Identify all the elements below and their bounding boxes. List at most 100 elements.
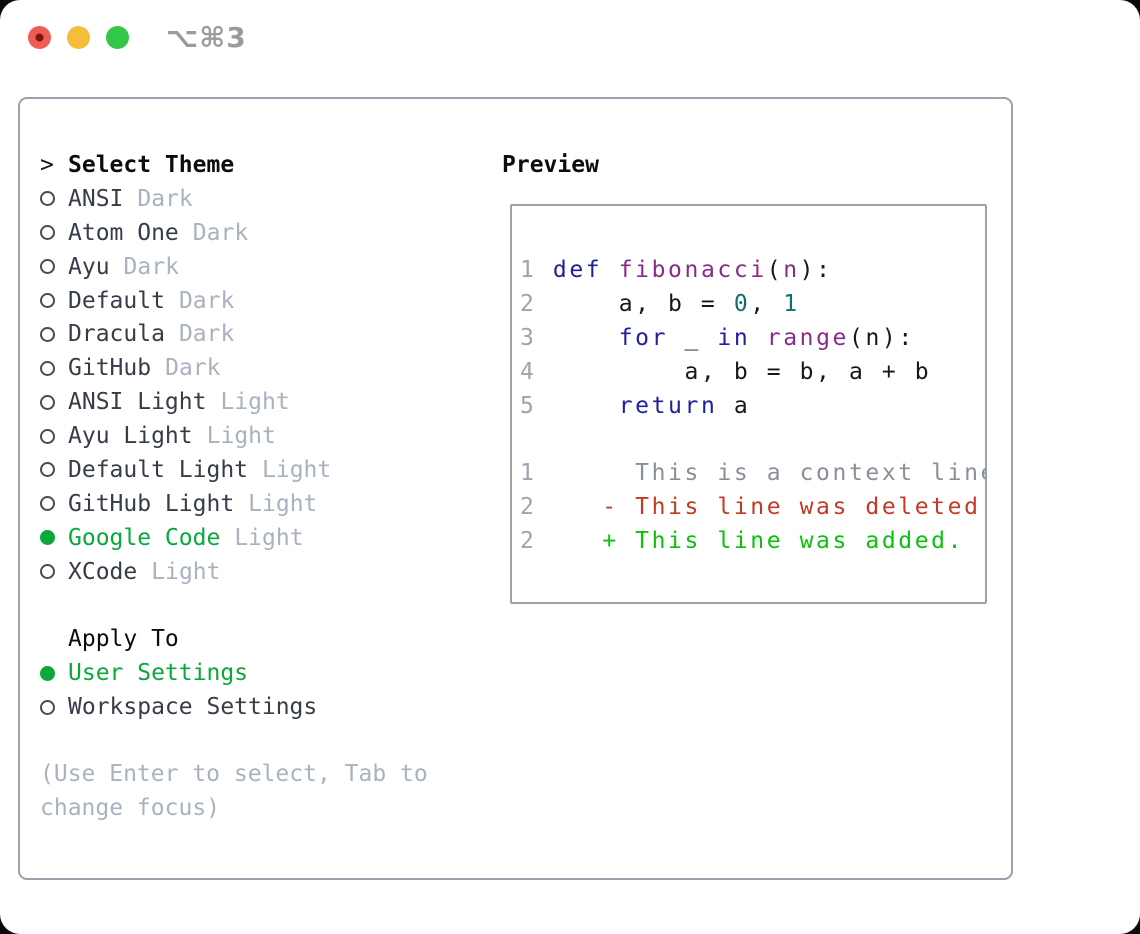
theme-option-default[interactable]: Default Dark [40,284,470,318]
theme-name: Dracula [68,321,165,348]
theme-variant-label: Dark [165,355,221,382]
code-line: 2 a, b = 0, 1 [520,288,985,322]
code-token: a, b = b, a + b [536,358,932,385]
minimize-button[interactable] [67,26,90,49]
select-theme-heading: > Select Theme [40,148,470,182]
code-token: , [750,290,784,317]
apply-to-title: Apply To [68,626,179,653]
code-token: ( [766,257,784,283]
code-token: 0 [733,290,751,317]
theme-option-ayu[interactable]: Ayu Dark [40,250,470,284]
theme-option-ayu-light[interactable]: Ayu Light Light [40,419,470,453]
blank-line [520,423,985,457]
theme-variant-label: Light [220,389,290,416]
code-token [750,325,766,351]
theme-option-dracula[interactable]: Dracula Dark [40,317,470,351]
apply-option-workspace-settings[interactable]: Workspace Settings [40,690,470,724]
window-controls [28,26,129,49]
radio-icon [40,428,55,444]
code-line: 1 def fibonacci(n): [520,254,985,288]
line-number: 4 [520,358,537,385]
diff-text: This is a context line. [536,460,987,487]
code-token: _ [668,324,718,351]
radio-icon [40,326,55,342]
line-number: 2 [520,494,537,521]
code-line: 4 a, b = b, a + b [520,356,985,390]
theme-name: Google Code [68,524,221,551]
radio-icon [40,394,55,410]
code-token [536,325,618,351]
select-theme-title: Select Theme [68,151,235,178]
diff-text: - This line was deleted. [536,494,987,521]
theme-name: GitHub Light [68,490,235,517]
apply-option-label: User Settings [68,660,249,687]
theme-option-ansi[interactable]: ANSI Dark [40,182,470,216]
diff-line-add: 2 + This line was added. [520,525,985,559]
code-token: a [717,392,751,419]
keyboard-shortcut-label: ⌥⌘3 [166,21,247,54]
diff-lines: 1 This is a context line.2 - This line w… [520,457,985,559]
theme-variant-label: Light [234,524,304,551]
prompt-caret-icon: > [40,151,54,178]
preview-heading: Preview [502,152,599,178]
code-line: 5 return a [520,390,985,424]
code-token: def [552,257,603,283]
theme-name: Atom One [68,219,179,246]
line-number: 1 [520,257,537,283]
theme-option-ansi-light[interactable]: ANSI Light Light [40,385,470,419]
line-number: 2 [520,528,537,555]
code-token: 1 [783,290,800,317]
theme-variant-label: Dark [123,253,179,280]
radio-icon [40,360,55,376]
code-token [602,257,618,283]
radio-icon [40,496,55,512]
diff-line-ctx: 1 This is a context line. [520,457,985,491]
theme-option-google-code[interactable]: Google Code Light [40,521,470,555]
zoom-button[interactable] [106,26,129,49]
apply-to-heading: Apply To [40,622,470,656]
theme-name: ANSI [68,185,124,212]
code-token: (n): [849,324,915,351]
code-token: for [618,324,669,351]
code-line: 3 for _ in range(n): [520,322,985,356]
theme-variant-label: Light [151,558,221,585]
code-token [536,257,552,283]
line-number: 5 [520,392,537,419]
theme-variant-label: Dark [178,287,235,314]
diff-line-del: 2 - This line was deleted. [520,491,985,525]
line-number: 1 [520,460,537,487]
code-token: return [618,392,718,419]
theme-variant-label: Light [206,423,276,450]
theme-variant-label: Dark [192,219,249,246]
theme-name: GitHub [68,355,152,382]
theme-variant-label: Dark [178,321,235,348]
theme-option-github[interactable]: GitHub Dark [40,351,470,385]
code-token: in [717,324,751,351]
radio-icon [40,191,55,207]
theme-variant-label: Dark [137,185,193,212]
theme-option-github-light[interactable]: GitHub Light Light [40,487,470,521]
radio-icon [40,462,55,478]
theme-name: Default [68,287,165,314]
code-token: n [783,257,800,283]
diff-text: + This line was added. [536,528,965,555]
spacer [40,589,470,623]
code-token [536,393,618,419]
line-number: 3 [520,324,537,351]
apply-option-user-settings[interactable]: User Settings [40,656,470,690]
theme-variant-label: Light [248,490,318,517]
close-button[interactable] [28,26,51,49]
theme-name: ANSI Light [68,389,207,416]
keyboard-hint-text: (Use Enter to select, Tab to change focu… [40,761,428,821]
line-number: 2 [520,290,537,317]
theme-option-atom-one[interactable]: Atom One Dark [40,216,470,250]
theme-variant-label: Light [262,456,332,483]
theme-name: Ayu Light [68,423,193,450]
theme-name: Ayu [68,253,110,280]
